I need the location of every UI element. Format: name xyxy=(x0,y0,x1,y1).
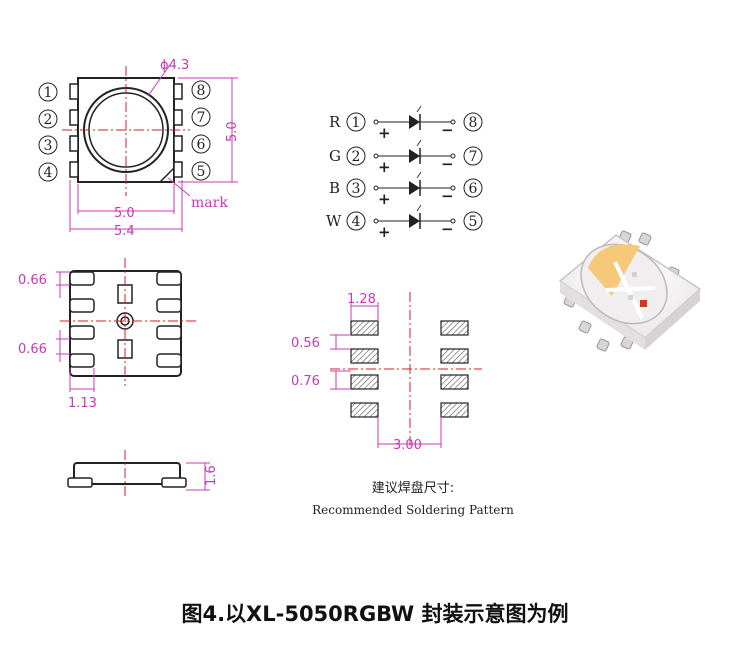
bottom-dim-bottom-label: 1.13 xyxy=(68,396,97,411)
pin-number: 2 xyxy=(44,112,53,128)
side-view-dimension xyxy=(186,462,210,491)
side-view-body xyxy=(73,462,181,485)
plus-sign: + xyxy=(378,190,391,208)
height-dimension xyxy=(178,77,238,183)
pin-number: 4 xyxy=(352,214,361,230)
pad-pattern-title-en: Recommended Soldering Pattern xyxy=(312,503,514,517)
bottom-view: 0.66 0.66 1.13 xyxy=(18,258,196,411)
schematic-row-b: B 3 6 + − xyxy=(329,171,483,208)
height-dim-label: 5.0 xyxy=(225,121,240,142)
channel-letter: W xyxy=(326,212,342,230)
bottom-dim-mid-label: 0.66 xyxy=(18,342,47,357)
mark-label: mark xyxy=(191,195,228,211)
side-height-label: 1.6 xyxy=(204,465,219,486)
diameter-label: ϕ4.3 xyxy=(160,58,189,73)
diameter-leader xyxy=(147,61,173,97)
pad-pattern-pads xyxy=(350,320,469,418)
width-outer-label: 5.4 xyxy=(114,224,135,239)
plus-sign: + xyxy=(378,158,391,176)
pad-pattern: 1.28 0.56 0.76 3.00 建议焊盘尺寸: Recommended … xyxy=(291,292,514,517)
pin-number: 3 xyxy=(44,138,53,154)
pad-span-label: 3.00 xyxy=(393,438,422,453)
top-view: ϕ4.3 5.0 5.0 5.4 mark 1 2 3 xyxy=(38,58,240,239)
pad-gap-label: 0.76 xyxy=(291,374,320,389)
pin-number: 6 xyxy=(469,181,478,197)
channel-letter: G xyxy=(329,147,341,165)
minus-sign: − xyxy=(441,121,454,139)
minus-sign: − xyxy=(441,220,454,238)
pin-number: 1 xyxy=(352,115,361,131)
pin-number: 4 xyxy=(44,165,53,181)
minus-sign: − xyxy=(441,187,454,205)
side-view-lead-right xyxy=(161,477,187,488)
pin-number: 7 xyxy=(197,110,206,126)
mark-corner xyxy=(159,167,175,183)
mark-leader xyxy=(167,177,191,197)
side-view: 1.6 xyxy=(67,450,219,496)
width-dimensions xyxy=(69,180,183,232)
schematic-row-w: W 4 5 + − xyxy=(326,204,483,241)
channel-letter: R xyxy=(329,113,341,131)
top-view-leads-right xyxy=(173,83,183,178)
figure-caption: 图4.以XL-5050RGBW 封装示意图为例 xyxy=(181,602,569,626)
schematic: R 1 8 + − G 2 7 + − xyxy=(326,105,483,241)
pad-height-label: 0.56 xyxy=(291,336,320,351)
schematic-row-g: G 2 7 + − xyxy=(329,139,483,176)
width-inner-label: 5.0 xyxy=(114,206,135,221)
pin-number: 5 xyxy=(469,214,478,230)
pin-number: 6 xyxy=(197,137,206,153)
minus-sign: − xyxy=(441,155,454,173)
side-view-lead-left xyxy=(67,477,93,488)
pin-number: 7 xyxy=(469,149,478,165)
top-view-pin-numbers-left: 1 2 3 4 xyxy=(38,82,58,182)
pad-pattern-dimensions xyxy=(330,302,442,448)
plus-sign: + xyxy=(378,223,391,241)
pin-number: 1 xyxy=(44,85,53,101)
channel-letter: B xyxy=(329,179,340,197)
pad-pattern-title-cn: 建议焊盘尺寸: xyxy=(372,480,454,496)
pin-number: 3 xyxy=(352,181,361,197)
bottom-dim-top-label: 0.66 xyxy=(18,273,47,288)
pin-number: 2 xyxy=(352,149,361,165)
pad-width-label: 1.28 xyxy=(347,292,376,307)
top-view-leads-left xyxy=(69,83,79,178)
schematic-row-r: R 1 8 + − xyxy=(329,105,483,142)
pin-number: 8 xyxy=(469,115,478,131)
pin-number: 5 xyxy=(197,164,206,180)
led-product-image xyxy=(558,230,702,352)
top-view-pin-numbers-right: 8 7 6 5 xyxy=(191,80,211,181)
pin-number: 8 xyxy=(197,83,206,99)
plus-sign: + xyxy=(378,124,391,142)
bottom-view-dimensions xyxy=(56,271,95,392)
